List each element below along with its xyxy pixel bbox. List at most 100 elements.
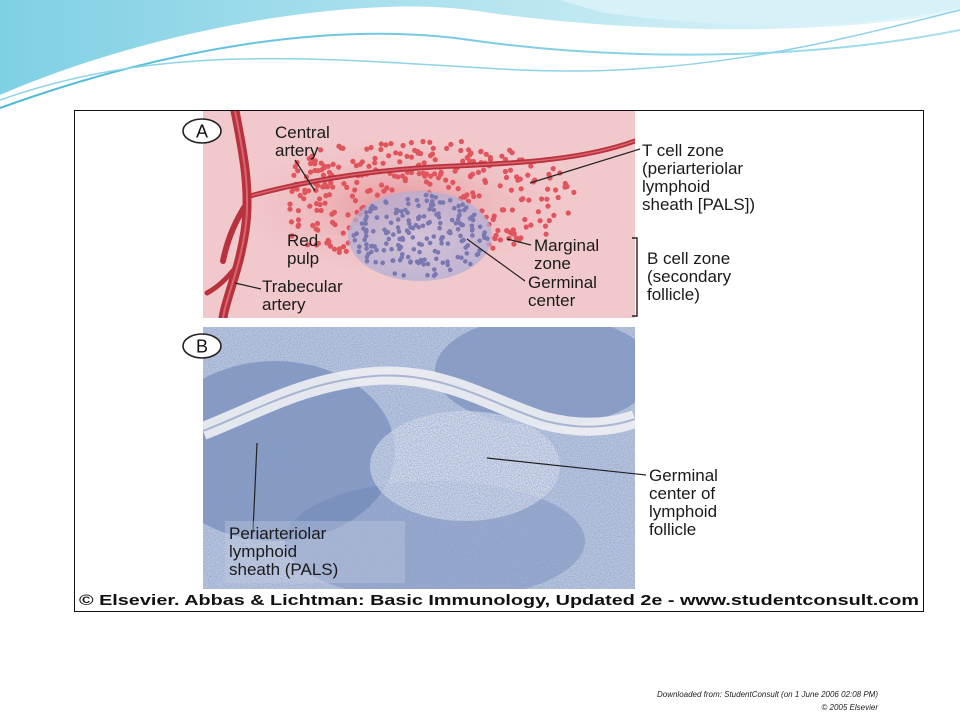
- b-cell-dot: [416, 215, 421, 221]
- b-cell-dot: [467, 216, 473, 221]
- panel-b-letter: B: [182, 333, 222, 359]
- t-cell-dot: [565, 210, 571, 216]
- trabecular-branch-1: [220, 200, 250, 264]
- t-cell-dot: [508, 187, 514, 193]
- b-cell-dot: [408, 259, 413, 264]
- label-central-artery: Central artery: [275, 123, 335, 160]
- t-cell-zone-dots: [287, 138, 577, 255]
- b-cell-dot: [363, 229, 369, 234]
- t-cell-dot: [539, 196, 545, 202]
- t-cell-dot: [297, 192, 303, 199]
- t-cell-dot: [372, 155, 378, 161]
- label-b-cell-zone: B cell zone (secondary follicle): [647, 249, 736, 304]
- t-cell-dot: [482, 179, 489, 185]
- t-cell-dot: [555, 194, 561, 201]
- b-cell-zone-bracket: [632, 237, 638, 317]
- t-cell-dot: [513, 235, 519, 241]
- t-cell-dot: [287, 201, 293, 207]
- svg-text:A: A: [196, 122, 208, 142]
- b-cell-dot: [404, 228, 410, 233]
- t-cell-dot: [421, 160, 427, 166]
- b-cell-dot: [424, 198, 430, 204]
- b-cell-dot: [469, 223, 475, 229]
- b-cell-dot: [447, 198, 453, 203]
- t-cell-dot: [383, 142, 389, 148]
- b-cell-dot: [436, 211, 441, 216]
- b-cell-dot: [418, 257, 424, 263]
- t-cell-dot: [289, 233, 295, 239]
- b-cell-dot: [463, 245, 469, 250]
- t-cell-dot: [460, 158, 466, 164]
- t-cell-dot: [328, 180, 334, 186]
- t-cell-dot: [542, 223, 549, 229]
- t-cell-dot: [295, 217, 302, 223]
- t-cell-dot: [490, 245, 496, 251]
- b-cell-dot: [424, 236, 430, 241]
- panel-b: [203, 327, 635, 589]
- b-cell-dot: [389, 246, 394, 252]
- t-cell-dot: [330, 161, 336, 167]
- b-cell-dot: [410, 225, 416, 231]
- b-cell-dot: [439, 241, 444, 246]
- b-cell-dot: [458, 233, 463, 239]
- b-cell-dot: [406, 201, 411, 207]
- label-trabecular-artery: Trabecular artery: [262, 277, 347, 314]
- t-cell-dot: [432, 171, 438, 177]
- t-cell-dot: [341, 181, 347, 187]
- t-cell-dot: [490, 216, 496, 222]
- t-cell-dot: [402, 176, 408, 182]
- t-cell-dot: [458, 138, 464, 145]
- b-cell-dot: [456, 213, 462, 219]
- b-cell-dot: [445, 259, 450, 265]
- b-cell-dot: [364, 254, 370, 260]
- t-cell-dot: [395, 174, 401, 180]
- t-cell-dot: [295, 168, 301, 174]
- footer-copyright: © 2005 Elsevier: [821, 703, 878, 712]
- t-cell-dot: [544, 196, 550, 202]
- t-cell-dot: [404, 153, 410, 159]
- t-cell-dot: [523, 224, 529, 230]
- b-cell-dot: [439, 237, 444, 242]
- t-cell-dot: [340, 145, 346, 151]
- b-cell-dot: [380, 260, 386, 266]
- t-cell-dot: [438, 169, 444, 175]
- b-cell-dot: [474, 252, 480, 257]
- b-cell-dot: [367, 209, 373, 214]
- b-cell-dot: [373, 259, 379, 265]
- t-cell-dot: [416, 171, 422, 177]
- t-cell-dot: [504, 228, 510, 234]
- t-cell-dot: [471, 193, 477, 200]
- leader-pals: [252, 442, 258, 532]
- t-cell-dot: [409, 169, 415, 176]
- t-cell-dot: [502, 168, 508, 175]
- b-cell-dot: [352, 238, 358, 243]
- b-cell-dot: [363, 221, 369, 226]
- t-cell-dot: [309, 153, 315, 159]
- t-cell-dot: [354, 179, 360, 185]
- t-cell-dot: [427, 139, 433, 145]
- t-cell-dot: [388, 141, 394, 147]
- t-cell-dot: [510, 231, 516, 237]
- b-cell-dot: [403, 207, 408, 213]
- t-cell-dot: [443, 177, 449, 183]
- b-cell-dot: [370, 243, 375, 249]
- b-cell-dot: [431, 207, 437, 213]
- b-cell-dot: [385, 229, 391, 235]
- central-artery-highlight: [249, 140, 635, 197]
- t-cell-dot: [518, 186, 524, 192]
- t-cell-dot: [517, 176, 523, 182]
- b-cell-dot: [413, 222, 419, 228]
- b-cell-dot: [384, 241, 389, 246]
- b-cell-dot: [432, 267, 437, 272]
- b-cell-dot: [391, 232, 396, 237]
- t-cell-dot: [291, 172, 297, 178]
- t-cell-dot: [423, 179, 429, 185]
- t-cell-dot: [368, 144, 374, 151]
- b-cell-dot: [398, 237, 404, 242]
- t-cell-dot: [295, 223, 301, 229]
- b-cell-dot: [371, 228, 376, 234]
- t-cell-dot: [292, 164, 298, 170]
- b-cell-dot: [400, 213, 405, 218]
- t-cell-dot: [352, 198, 359, 204]
- t-cell-dot: [481, 167, 487, 173]
